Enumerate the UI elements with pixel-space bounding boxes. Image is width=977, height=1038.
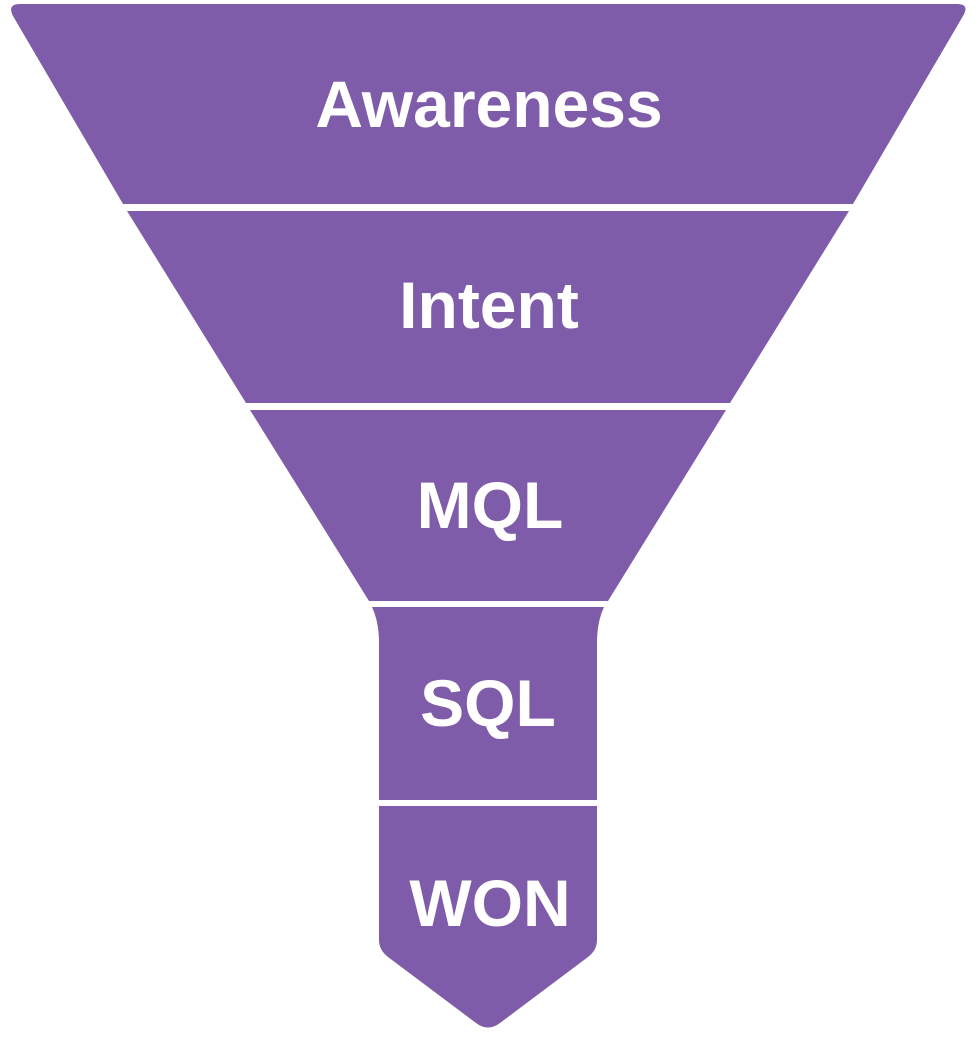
funnel-stage-mql: MQL bbox=[250, 410, 726, 601]
funnel-stage-intent-label: Intent bbox=[399, 268, 579, 342]
funnel-stage-sql-label: SQL bbox=[420, 666, 556, 740]
funnel-stage-mql-shape bbox=[250, 410, 726, 601]
funnel-stage-awareness: Awareness bbox=[11, 4, 966, 204]
funnel-stage-sql: SQL bbox=[372, 607, 604, 800]
funnel-stage-awareness-shape bbox=[11, 4, 966, 204]
funnel-stage-awareness-label: Awareness bbox=[315, 67, 662, 141]
funnel-stage-sql-shape bbox=[372, 607, 604, 800]
funnel-stage-intent: Intent bbox=[127, 211, 849, 403]
funnel-stage-won-label: WON bbox=[409, 866, 570, 940]
funnel-stage-won: WON bbox=[379, 806, 597, 1028]
funnel-stage-mql-label: MQL bbox=[417, 468, 564, 542]
funnel-stage-intent-shape bbox=[127, 211, 849, 403]
funnel-stage-won-shape bbox=[379, 806, 597, 1028]
